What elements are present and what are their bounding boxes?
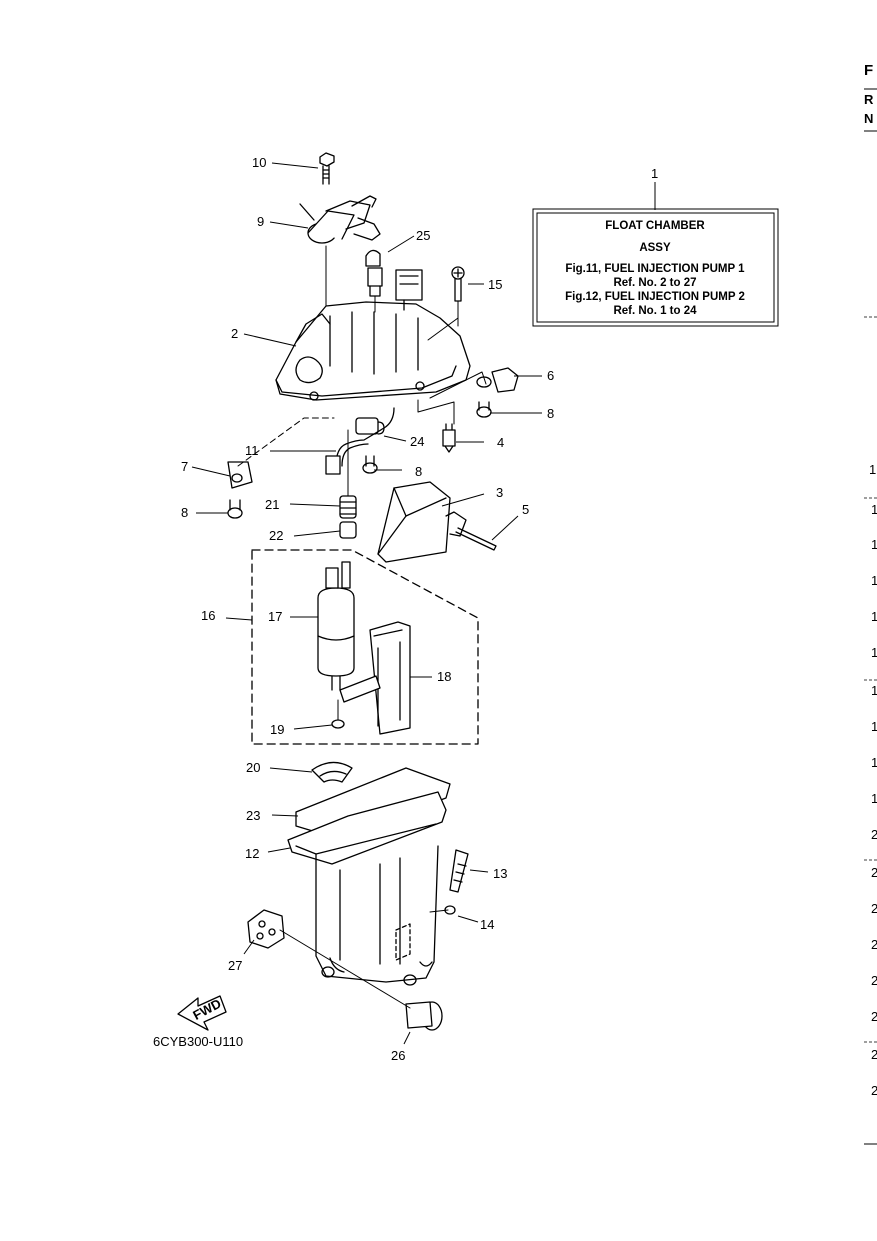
callout-subtitle: ASSY	[639, 242, 671, 254]
chamber-12-drawing	[287, 791, 447, 986]
clip-24-drawing	[355, 417, 385, 435]
label-18: 18	[437, 669, 451, 684]
label-15: 15	[488, 277, 502, 292]
edge-num: 2	[871, 901, 877, 916]
edge-num: 1	[871, 609, 877, 624]
edge-num: 2	[871, 1009, 877, 1024]
label-3: 3	[496, 485, 503, 500]
label-7: 7	[181, 459, 188, 474]
pump-17-drawing	[317, 561, 355, 691]
label-16: 16	[201, 608, 215, 623]
edge-header-r: R	[864, 92, 874, 107]
callout-ref1: Ref. No. 2 to 27	[613, 277, 696, 289]
sensor-25-drawing	[365, 249, 383, 297]
label-24: 24	[410, 434, 424, 449]
float-chamber-callout: 1 FLOAT CHAMBER ASSY Fig.11, FUEL INJECT…	[532, 166, 779, 327]
label-6: 6	[547, 368, 554, 383]
edge-num: 1	[871, 573, 877, 588]
label-9: 9	[257, 214, 264, 229]
label-12: 12	[245, 846, 259, 861]
label-2: 2	[231, 326, 238, 341]
connection-lines	[237, 245, 487, 1009]
edge-num: 2	[871, 973, 877, 988]
damper-27-drawing	[247, 909, 285, 949]
edge-num: 1	[871, 719, 877, 734]
screw-15-drawing	[451, 266, 465, 302]
edge-num: 1	[871, 502, 877, 517]
edge-num: 1	[871, 645, 877, 660]
washer-19-drawing	[331, 719, 345, 729]
edge-num: 2	[871, 865, 877, 880]
label-8a: 8	[547, 406, 554, 421]
callout-fig11: Fig.11, FUEL INJECTION PUMP 1	[565, 263, 745, 275]
label-21: 21	[265, 497, 279, 512]
label-27: 27	[228, 958, 242, 973]
pump-assy-16-outline	[251, 549, 479, 745]
drain-26-drawing	[405, 1001, 443, 1031]
fwd-arrow-icon	[177, 995, 227, 1031]
label-26: 26	[391, 1048, 405, 1063]
label-11: 11	[245, 443, 259, 458]
edge-num: 1	[871, 683, 877, 698]
harness-11-drawing	[325, 407, 395, 475]
cover-2-drawing	[275, 269, 471, 401]
gasket-23-drawing	[295, 767, 451, 839]
label-17: 17	[268, 609, 282, 624]
edge-num: 2	[871, 827, 877, 842]
collar-22-drawing	[339, 521, 357, 539]
label-20: 20	[246, 760, 260, 775]
label-22: 22	[269, 528, 283, 543]
valve-4-drawing	[442, 423, 456, 453]
filter-18-drawing	[339, 621, 411, 735]
label-8b: 8	[415, 464, 422, 479]
cover-3-drawing	[377, 481, 451, 563]
regulator-9-drawing	[299, 195, 381, 244]
label-14: 14	[480, 917, 494, 932]
edge-num: 2	[871, 1047, 877, 1062]
screw-13-drawing	[449, 849, 469, 893]
edge-num: 1	[869, 462, 876, 477]
label-25: 25	[416, 228, 430, 243]
edge-num: 2	[871, 1083, 877, 1098]
edge-num: 1	[871, 791, 877, 806]
right-edge-column: F R N 1 1 1 1 1 1 1 1 1 1 2 2 2 2 2 2 2 …	[864, 62, 877, 1145]
edge-header-n: N	[864, 111, 873, 126]
label-23: 23	[246, 808, 260, 823]
label-13: 13	[493, 866, 507, 881]
edge-header-f: F	[864, 62, 873, 79]
label-10: 10	[252, 155, 266, 170]
label-8c: 8	[181, 505, 188, 520]
callout-title: FLOAT CHAMBER	[605, 220, 705, 232]
edge-num: 1	[871, 537, 877, 552]
callout-ref2: Ref. No. 1 to 24	[613, 305, 697, 317]
filter-21-drawing	[339, 495, 357, 519]
clamp-6-drawing	[476, 367, 519, 393]
part-number-labels: 10 9 25 15 2 6 8 4 24 11 7 8 3 5 21 8 22…	[181, 155, 554, 1063]
bolt-10-drawing	[319, 152, 335, 185]
bolt-8-drawing-b	[362, 455, 378, 474]
label-4: 4	[497, 435, 504, 450]
drawing-code: 6CYB300-U110	[153, 1034, 243, 1049]
bolt-8-drawing-a	[476, 401, 492, 418]
callout-fig12: Fig.12, FUEL INJECTION PUMP 2	[565, 291, 745, 303]
callout-number: 1	[651, 166, 658, 181]
edge-num: 1	[871, 755, 877, 770]
bracket-7-drawing	[227, 461, 253, 489]
pin-5-drawing	[445, 511, 497, 551]
grommet-20-drawing	[311, 761, 353, 783]
label-5: 5	[522, 502, 529, 517]
edge-num: 2	[871, 937, 877, 952]
label-19: 19	[270, 722, 284, 737]
bolt-8-drawing-c	[227, 499, 243, 519]
